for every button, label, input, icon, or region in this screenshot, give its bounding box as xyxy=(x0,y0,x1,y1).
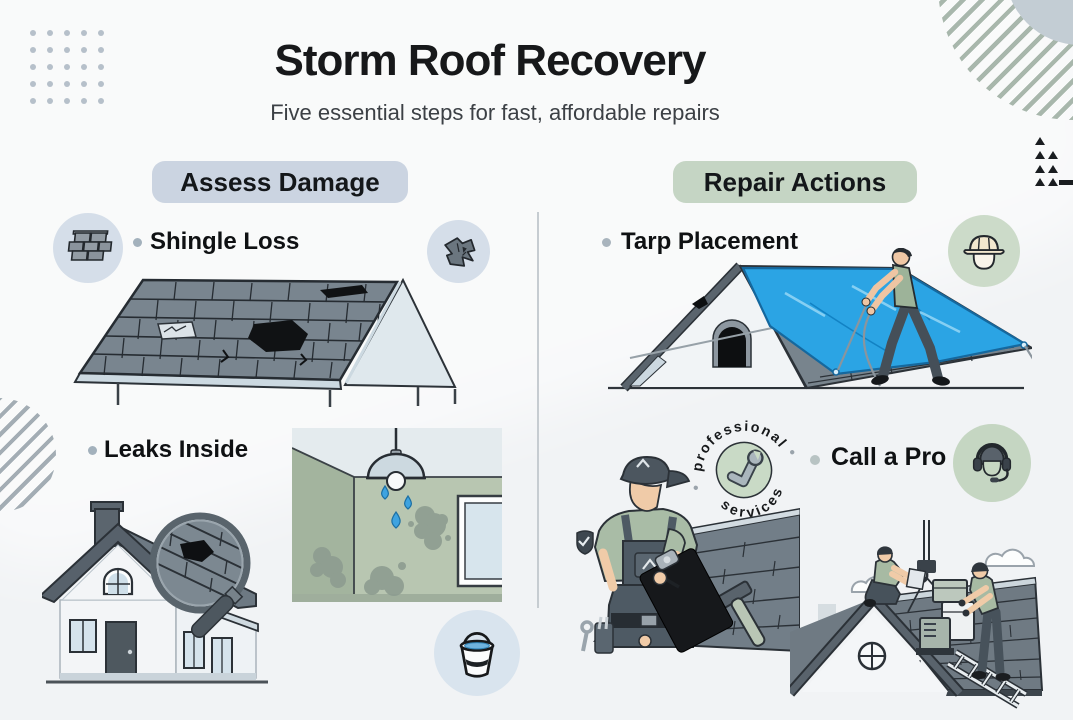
torn-shingle-icon xyxy=(443,236,475,267)
worker-standing xyxy=(958,562,1011,681)
section-header-assess-damage: Assess Damage xyxy=(152,161,408,203)
water-stains xyxy=(310,506,451,596)
headset-badge xyxy=(953,424,1031,502)
bullet-dot xyxy=(810,455,820,465)
item-label-shingle-loss: Shingle Loss xyxy=(150,228,300,255)
bullet-dot xyxy=(88,446,97,455)
column-divider xyxy=(537,212,539,608)
tarp-worker xyxy=(861,248,950,386)
bucket-badge xyxy=(434,610,520,696)
inspector-illustration xyxy=(576,455,800,654)
house-inspection-illustration xyxy=(42,501,268,684)
section-header-repair-actions: Repair Actions xyxy=(673,161,917,203)
leak-room-illustration xyxy=(292,428,502,602)
page-subtitle: Five essential steps for fast, affordabl… xyxy=(270,100,720,125)
page-title: Storm Roof Recovery xyxy=(274,36,707,85)
roof-crew-illustration xyxy=(790,520,1044,709)
professional-services-stamp: professional services xyxy=(688,414,795,526)
water-bucket-icon xyxy=(459,632,495,678)
ceiling-lamp xyxy=(366,428,426,491)
magnifier-icon xyxy=(149,512,251,639)
ladder xyxy=(946,649,1028,709)
bullet-dot xyxy=(133,238,142,247)
support-headset-icon xyxy=(972,443,1012,483)
item-label-call-a-pro: Call a Pro xyxy=(831,443,947,471)
damaged-roof-illustration xyxy=(73,277,457,407)
triangle-cluster-decor xyxy=(1035,137,1073,186)
shingle-patch-badge xyxy=(53,213,123,283)
wrench-check-icon xyxy=(726,449,764,488)
dot-grid-decor xyxy=(30,30,104,104)
tarp-roof-illustration xyxy=(608,248,1032,392)
hard-hat-icon xyxy=(963,235,1005,270)
shingle-patch-icon xyxy=(67,230,113,261)
hard-hat-badge xyxy=(948,215,1020,287)
bullet-dot xyxy=(602,238,611,247)
inspector-worker xyxy=(576,455,734,654)
worker-kneeling xyxy=(864,546,927,607)
item-label-tarp-placement: Tarp Placement xyxy=(621,228,798,255)
item-label-leaks-inside: Leaks Inside xyxy=(104,436,249,463)
torn-shingle-badge xyxy=(427,220,490,283)
water-drops xyxy=(381,484,412,529)
